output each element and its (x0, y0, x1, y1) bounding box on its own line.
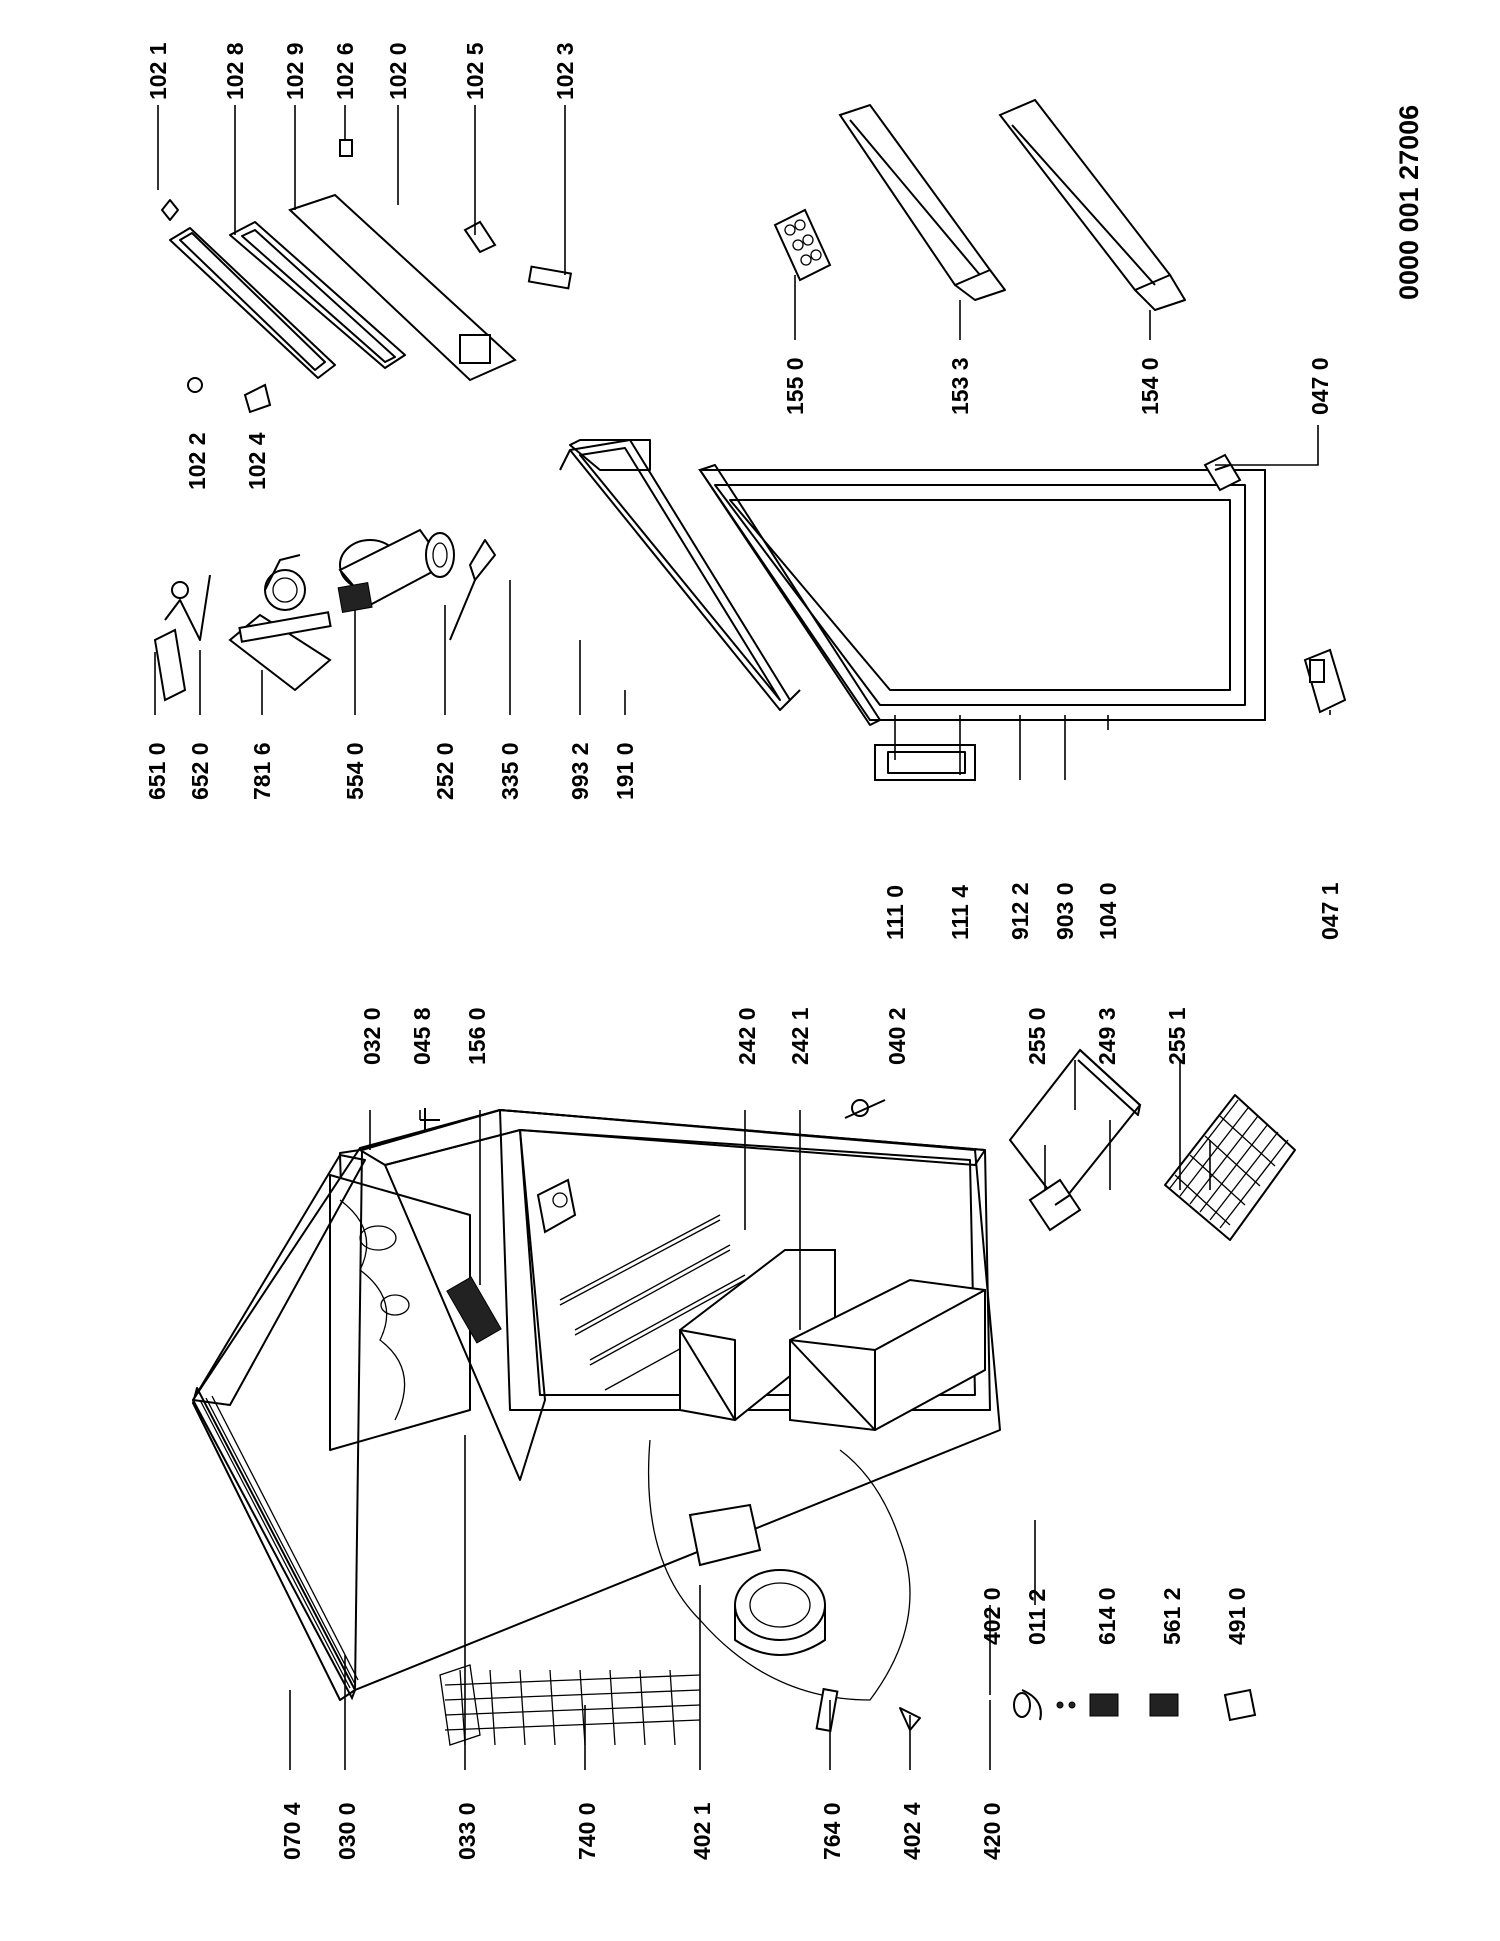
label-554-0: 554 0 (342, 742, 368, 800)
label-032-0: 032 0 (359, 1007, 385, 1065)
label-781-6: 781 6 (249, 742, 275, 800)
label-402-4: 402 4 (899, 1802, 925, 1860)
label-191-0: 191 0 (612, 742, 638, 800)
label-102-6: 102 6 (332, 42, 358, 100)
label-255-0: 255 0 (1024, 1007, 1050, 1065)
label-033-0: 033 0 (454, 1802, 480, 1860)
feet-and-hinges (1028, 453, 1347, 1232)
door-bins (773, 98, 1186, 311)
label-402-1: 402 1 (689, 1802, 715, 1860)
wire-shelf-grid (1169, 1099, 1289, 1229)
label-111-0: 111 0 (882, 885, 908, 940)
label-740-0: 740 0 (574, 1802, 600, 1860)
label-912-2: 912 2 (1007, 882, 1033, 940)
label-011-2: 011 2 (1024, 1589, 1050, 1645)
label-255-1: 255 1 (1164, 1007, 1190, 1065)
label-156-0: 156 0 (464, 1007, 490, 1065)
label-102-0: 102 0 (385, 42, 411, 100)
egg-tray (773, 208, 832, 282)
label-242-0: 242 0 (734, 1007, 760, 1065)
label-420-0: 420 0 (979, 1802, 1005, 1860)
crisper-drawers (679, 1249, 986, 1432)
label-335-0: 335 0 (497, 742, 523, 800)
label-040-2: 040 2 (884, 1007, 910, 1065)
label-155-0: 155 0 (782, 357, 808, 415)
label-249-3: 249 3 (1094, 1007, 1120, 1065)
shelf-guides (559, 1214, 761, 1391)
label-652-0: 652 0 (187, 742, 213, 800)
label-047-0: 047 0 (1307, 357, 1333, 415)
label-993-2: 993 2 (567, 742, 593, 800)
label-030-0: 030 0 (334, 1802, 360, 1860)
label-102-2: 102 2 (184, 432, 210, 490)
label-102-1: 102 1 (145, 42, 171, 100)
refrigerator-door (559, 439, 1266, 781)
label-614-0: 614 0 (1094, 1587, 1120, 1645)
leader-lines (154, 105, 1331, 1770)
label-102-8: 102 8 (222, 42, 248, 100)
label-102-5: 102 5 (462, 42, 488, 100)
label-561-2: 561 2 (1159, 1587, 1185, 1645)
worktop-hatching (199, 1395, 359, 1689)
condenser-coil (439, 1664, 701, 1746)
refrigerator-cabinet (191, 1099, 1257, 1746)
label-104-0: 104 0 (1095, 882, 1121, 940)
label-491-0: 491 0 (1224, 1587, 1250, 1645)
controls-and-lamp (153, 528, 496, 702)
document-number: 0000 001 27006 (1394, 105, 1424, 300)
label-153-3: 153 3 (947, 357, 973, 415)
label-102-9: 102 9 (282, 42, 308, 100)
label-651-0: 651 0 (144, 742, 170, 800)
label-070-4: 070 4 (279, 1802, 305, 1860)
label-047-1: 047 1 (1317, 882, 1343, 940)
callout-labels: 070 4 030 0 033 0 740 0 402 1 764 0 402 … (144, 42, 1424, 1860)
shelves (1008, 1048, 1296, 1241)
freezer-door-parts (161, 139, 573, 414)
label-252-0: 252 0 (432, 742, 458, 800)
label-102-3: 102 3 (552, 42, 578, 100)
label-764-0: 764 0 (819, 1802, 845, 1860)
label-102-4: 102 4 (244, 432, 270, 490)
label-903-0: 903 0 (1052, 882, 1078, 940)
label-242-1: 242 1 (787, 1007, 813, 1065)
label-111-4: 111 4 (947, 885, 973, 940)
label-402-0: 402 0 (979, 1587, 1005, 1645)
label-154-0: 154 0 (1137, 357, 1163, 415)
label-045-8: 045 8 (409, 1007, 435, 1065)
